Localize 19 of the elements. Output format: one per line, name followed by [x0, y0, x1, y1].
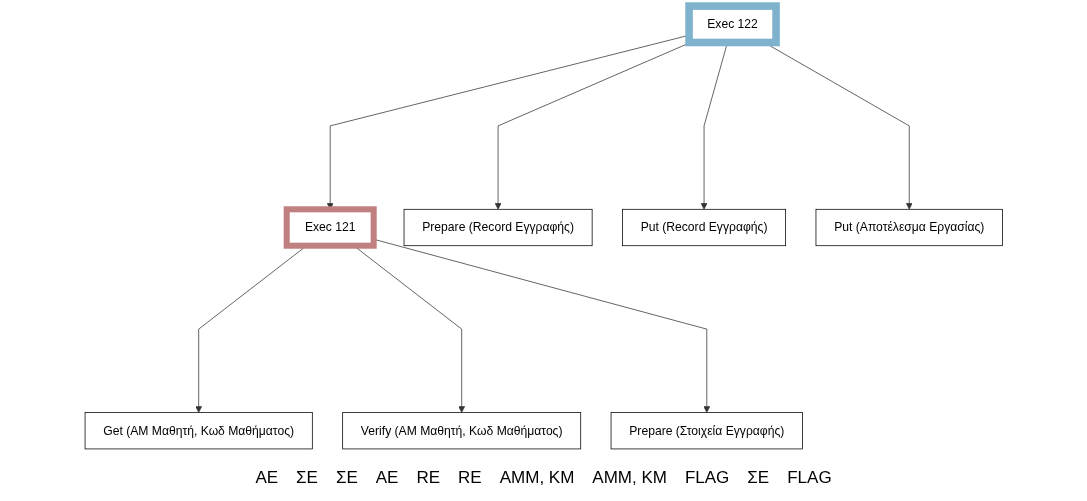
node-box: Exec 122	[684, 2, 780, 47]
node-box: Prepare (Στοιχεία Εγγραφής)	[610, 412, 803, 450]
data-couple-label: ΣΕ	[335, 468, 358, 488]
node-box: Put (Record Εγγραφής)	[621, 208, 786, 247]
data-couple-label: RE	[416, 468, 441, 488]
node-box: Get (ΑΜ Μαθητή, Κωδ Μαθήματος)	[84, 412, 313, 450]
data-couple-label: ΑΜΜ, ΚΜ	[592, 468, 667, 488]
node-box: Put (Αποτέλεσμα Εργασίας)	[815, 208, 1003, 247]
data-couple-label: ΣΕ	[296, 468, 318, 488]
data-couple-label: FLAG	[787, 468, 832, 488]
data-couple-label: ΑΕ	[255, 468, 279, 488]
node-box: Verify (ΑΜ Μαθητή, Κωδ Μαθήματος)	[341, 412, 581, 450]
data-couple-label: RE	[458, 468, 482, 488]
data-couple-label: ΑΜΜ, ΚΜ	[499, 468, 575, 488]
data-couple-label: ΑΕ	[375, 468, 399, 488]
node-box: Prepare (Record Εγγραφής)	[403, 208, 593, 247]
data-couple-label: ΣΕ	[747, 468, 770, 488]
data-couple-label: FLAG	[684, 468, 730, 488]
node-box: Exec 121	[283, 206, 377, 249]
